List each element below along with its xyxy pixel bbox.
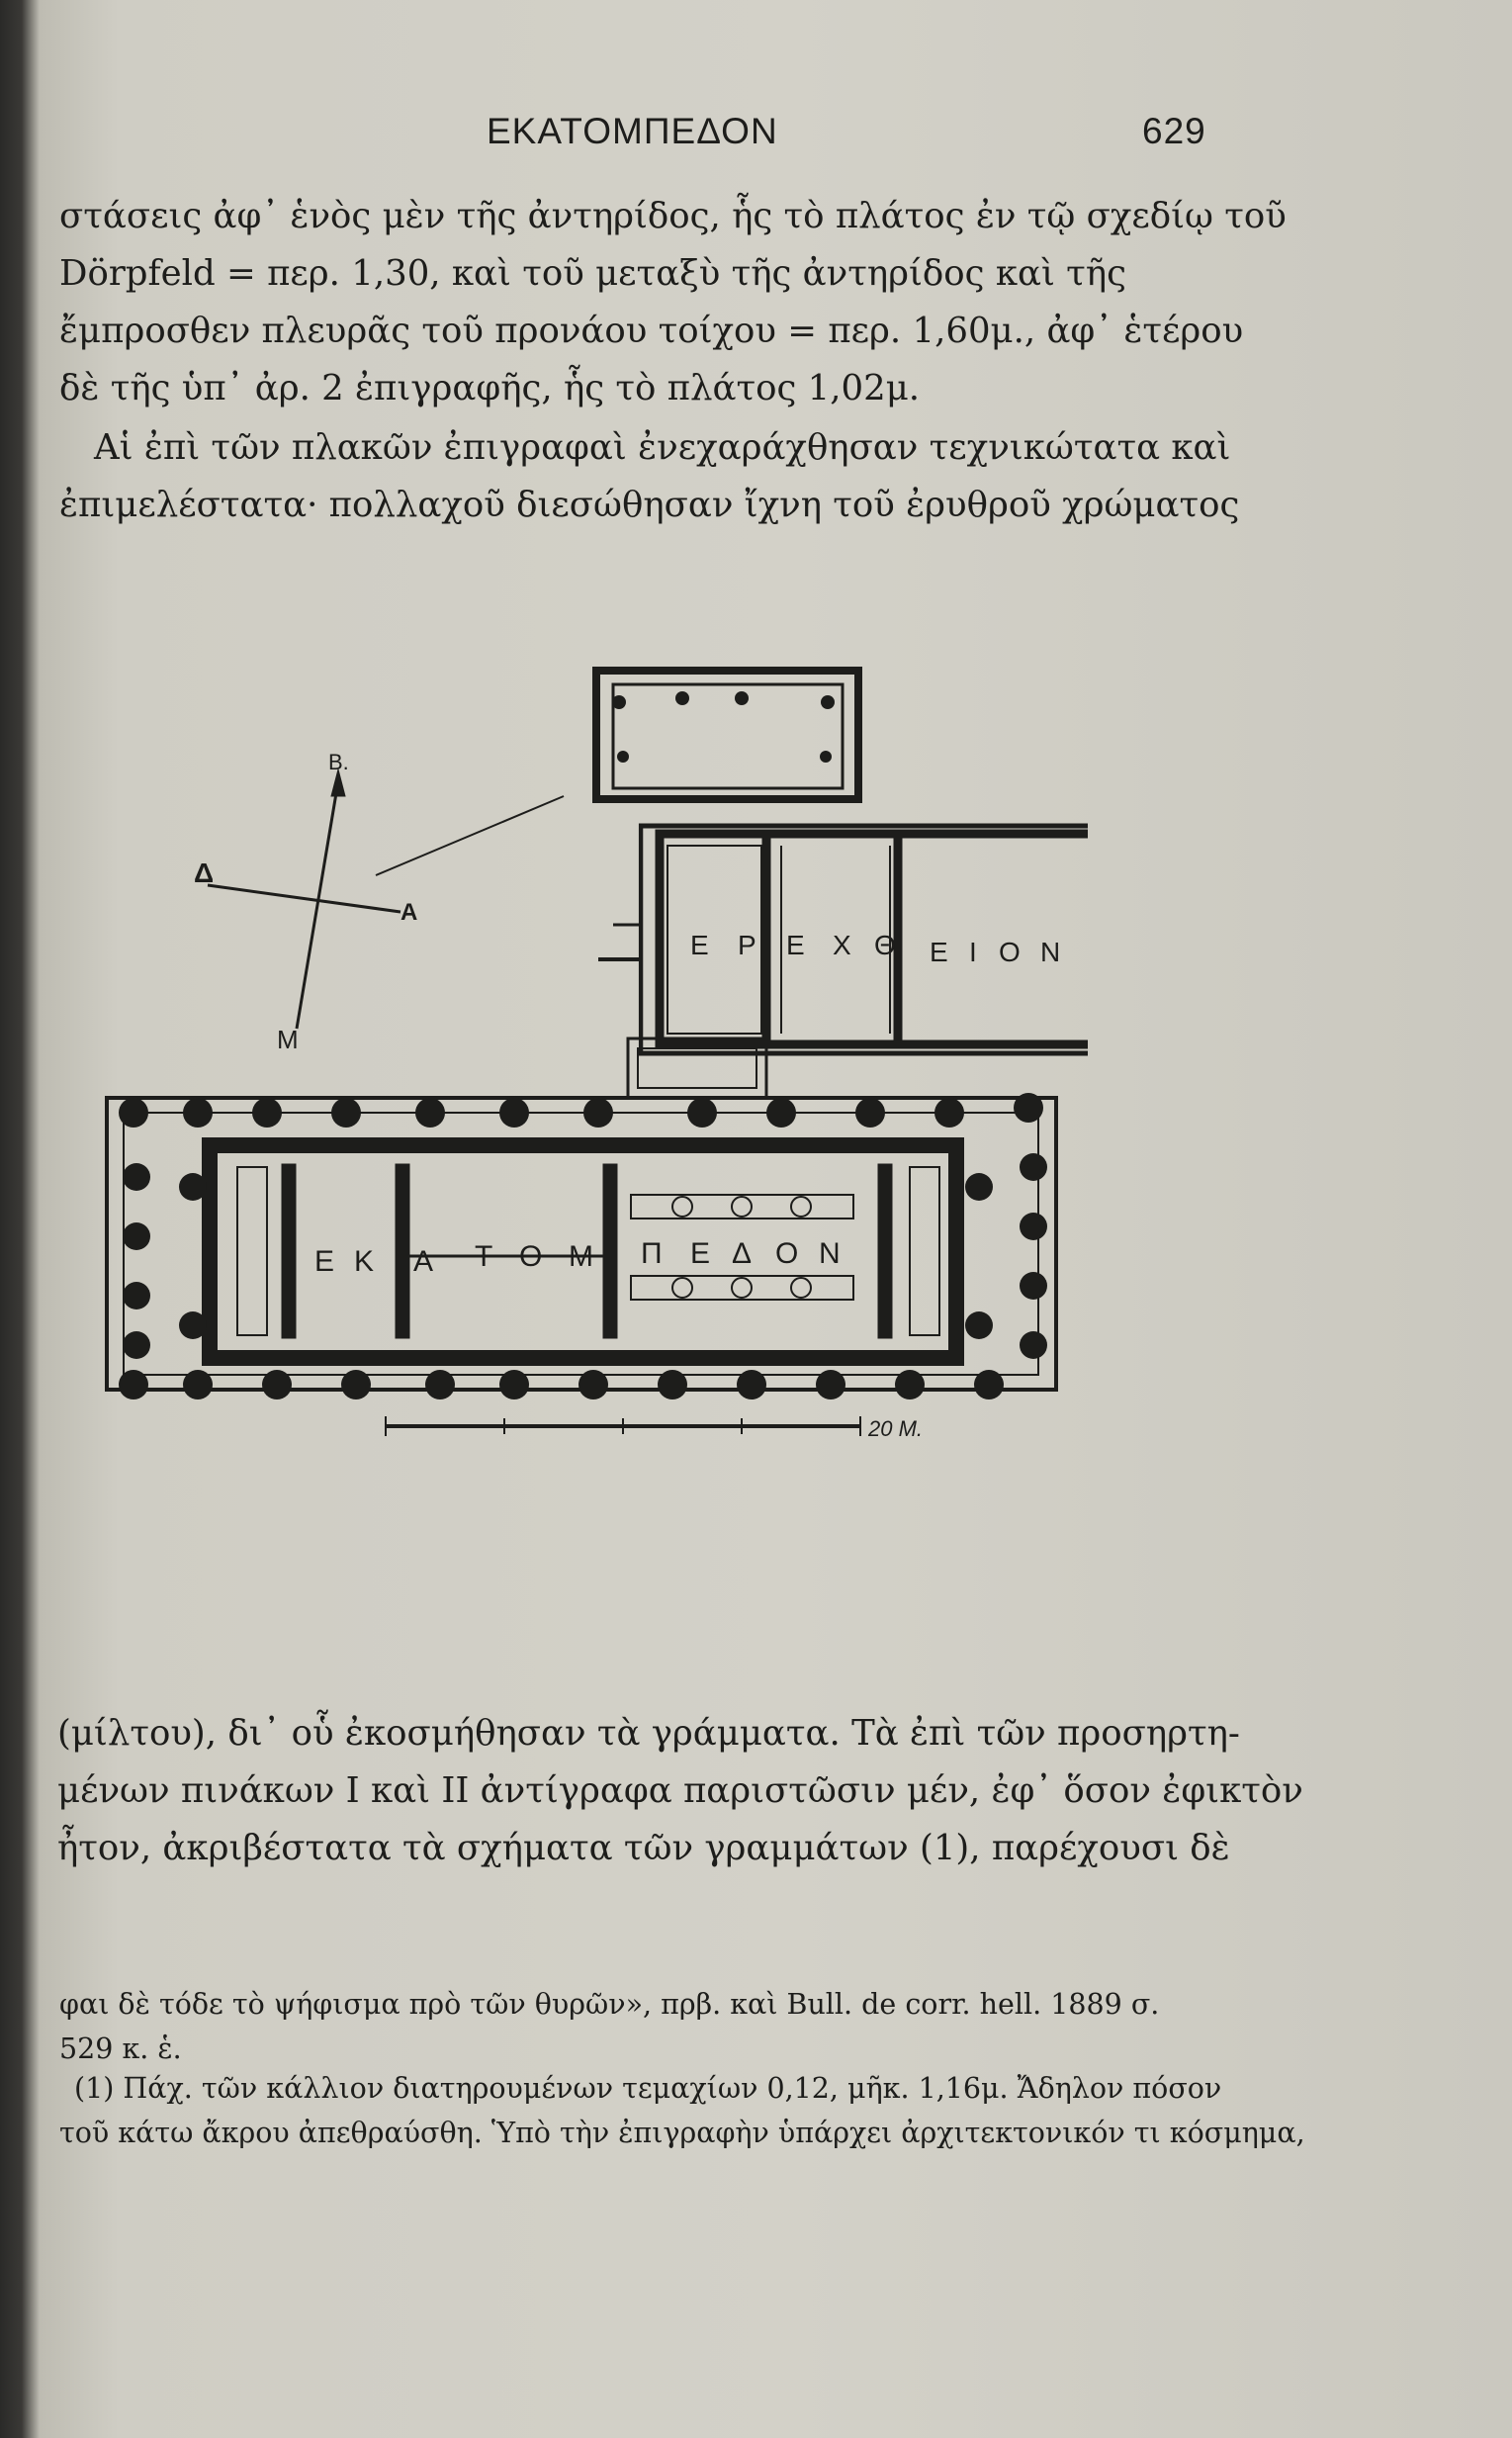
svg-text:Ε: Ε: [786, 930, 805, 960]
compass-south-label: M: [277, 1025, 299, 1054]
compass-west-label: Δ: [194, 858, 214, 888]
svg-text:Ε: Ε: [314, 1245, 334, 1278]
temple-plan-figure: B. Δ A M Ε Ρ Ε Χ Θ Ε Ι Ο Ν Ε Κ Α Τ Ο Μ Π…: [105, 667, 1088, 1441]
svg-text:Θ: Θ: [874, 930, 896, 960]
text-line: Αἱ ἐπὶ τῶν πλακῶν ἐπιγραφαὶ ἐνεχαράχθησα…: [94, 427, 1231, 468]
svg-text:Ι: Ι: [969, 937, 977, 967]
footnote-line: φαι δὲ τόδε τὸ ψήφισμα πρὸ τῶν θυρῶν», π…: [59, 1988, 1160, 2021]
footnote-line: 529 κ. ἑ.: [59, 2032, 182, 2065]
svg-text:Τ: Τ: [475, 1240, 492, 1273]
footnote-line: (1) Πάχ. τῶν κάλλιον διατηρουμένων τεμαχ…: [74, 2072, 1222, 2105]
svg-text:Α: Α: [413, 1245, 433, 1278]
svg-text:Π: Π: [641, 1237, 663, 1270]
compass-north-label: B.: [328, 750, 349, 774]
erechtheion-label: Ε Ρ Ε Χ Θ Ε Ι Ο Ν: [690, 930, 1060, 967]
svg-text:Ε: Ε: [690, 1237, 710, 1270]
compass-rose: [207, 768, 401, 1030]
scale-label: 20 M.: [867, 1416, 923, 1441]
svg-text:Ε: Ε: [690, 930, 709, 960]
page-number: 629: [1142, 111, 1206, 151]
hekatompedon-label: Ε Κ Α Τ Ο Μ Π Ε Δ Ο Ν: [314, 1237, 841, 1278]
svg-text:Ε: Ε: [930, 937, 948, 967]
erechtheion-columns: [612, 691, 835, 763]
hekatompedon-columns: [119, 1093, 1047, 1400]
svg-text:Ρ: Ρ: [738, 930, 756, 960]
hekatompedon-plan: [105, 1096, 1058, 1392]
svg-text:Δ: Δ: [732, 1237, 752, 1270]
running-head: ΕΚΑΤΟΜΠΕΔΟΝ: [487, 111, 778, 151]
text-line: στάσεις ἀφ᾽ ἑνὸς μὲν τῆς ἀντηρίδος, ἧς τ…: [59, 196, 1287, 236]
svg-text:Ο: Ο: [999, 937, 1021, 967]
svg-text:Κ: Κ: [354, 1245, 374, 1278]
erechtheion-plan: [375, 667, 1088, 1100]
svg-text:Ο: Ο: [775, 1237, 798, 1270]
svg-text:Ν: Ν: [819, 1237, 841, 1270]
text-line: ἦτον, ἀκριβέστατα τὰ σχήματα τῶν γραμμάτ…: [57, 1828, 1230, 1868]
text-line: ἔμπροσθεν πλευρᾶς τοῦ προνάου τοίχου = π…: [59, 311, 1244, 351]
svg-text:Ο: Ο: [519, 1240, 542, 1273]
text-line: (μίλτου), δι᾽ οὗ ἐκοσμήθησαν τὰ γράμματα…: [57, 1713, 1240, 1754]
scale-bar: [385, 1416, 861, 1436]
compass-east-label: A: [400, 899, 417, 926]
text-line: ἐπιμελέστατα· πολλαχοῦ διεσώθησαν ἴχνη τ…: [59, 485, 1240, 525]
text-line: μένων πινάκων I καὶ II ἀντίγραφα παριστῶ…: [57, 1770, 1303, 1811]
svg-text:Μ: Μ: [569, 1240, 593, 1273]
interior-columns: [671, 1196, 812, 1299]
svg-text:Ν: Ν: [1040, 937, 1060, 967]
footnote-line: τοῦ κάτω ἄκρου ἀπεθραύσθη. Ὑπὸ τὴν ἐπιγρ…: [59, 2117, 1305, 2149]
text-line: δὲ τῆς ὑπ᾽ ἀρ. 2 ἐπιγραφῆς, ἧς τὸ πλάτος…: [59, 368, 921, 408]
text-line: Dörpfeld = περ. 1,30, καὶ τοῦ μεταξὺ τῆς…: [59, 253, 1126, 294]
svg-text:Χ: Χ: [833, 930, 851, 960]
